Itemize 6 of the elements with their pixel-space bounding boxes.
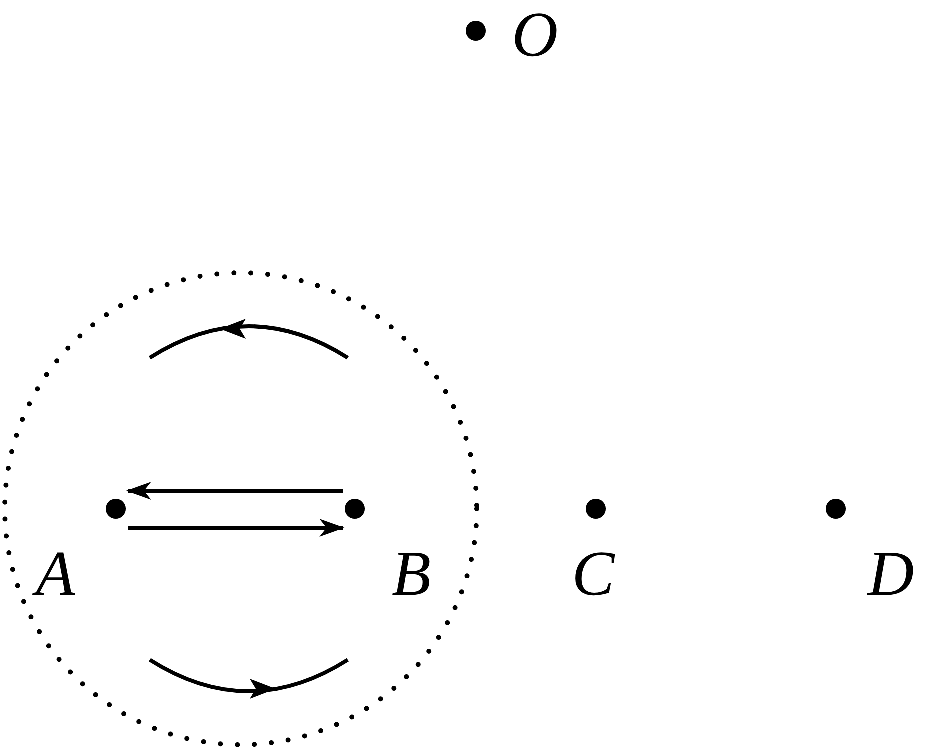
- point-label: C: [572, 542, 615, 606]
- arrow: [126, 482, 343, 500]
- point-label: D: [868, 542, 914, 606]
- arrow: [128, 519, 345, 537]
- point-label: O: [512, 3, 558, 67]
- point-label: B: [392, 542, 432, 606]
